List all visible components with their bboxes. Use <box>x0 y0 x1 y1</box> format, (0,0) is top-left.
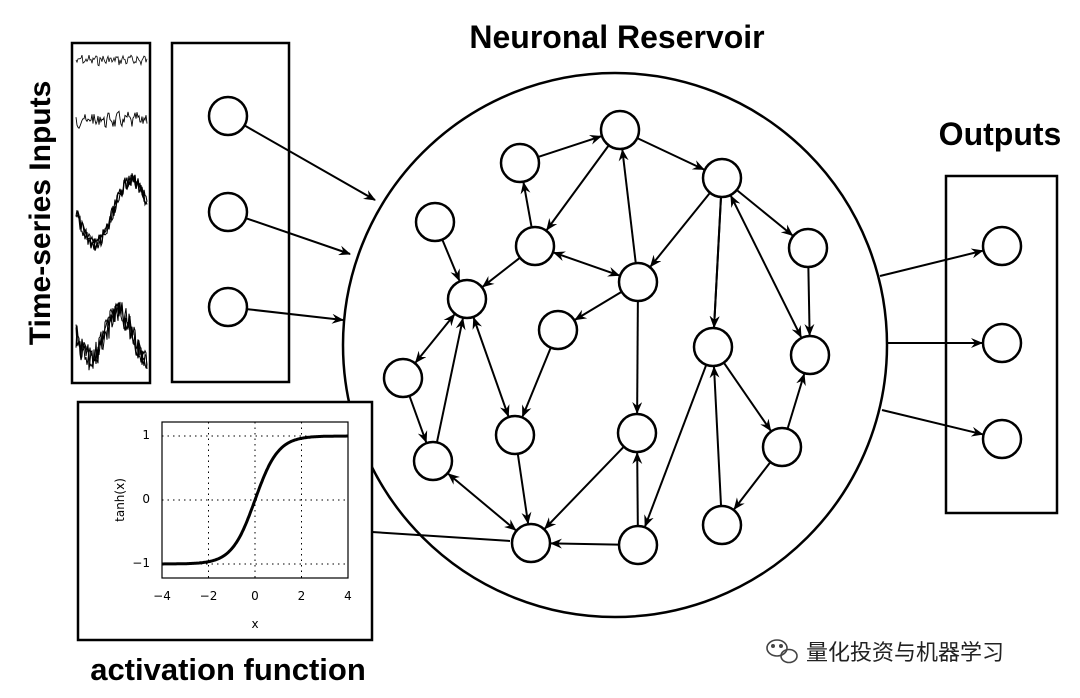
connection-arrow <box>804 267 815 337</box>
x-tick-label: 0 <box>251 589 259 603</box>
output-neuron <box>981 225 1023 267</box>
connection-arrow <box>447 473 517 531</box>
input-signal <box>75 110 148 129</box>
activation-title: activation function <box>90 652 366 687</box>
x-tick-label: −4 <box>153 589 171 603</box>
connection-arrow <box>247 308 344 324</box>
connection-arrow <box>516 454 532 525</box>
y-tick-label: 1 <box>142 428 150 442</box>
reservoir-neuron <box>446 278 488 320</box>
input-signal <box>75 301 148 369</box>
reservoir-neuron <box>617 261 659 303</box>
connection-arrow <box>723 362 772 432</box>
reservoir-neuron <box>510 522 552 564</box>
connection-arrow <box>244 125 376 201</box>
inputs-title: Time-series Inputs <box>24 81 57 346</box>
connection-arrow <box>246 217 351 256</box>
connection-arrow <box>618 148 637 263</box>
connection-arrow <box>441 240 461 282</box>
reservoir-neuron <box>787 227 829 269</box>
input-neuron <box>207 191 249 233</box>
neurons <box>207 95 1023 566</box>
x-tick-labels: −4 −2 0 2 4 <box>153 589 352 603</box>
connection-arrow <box>552 251 621 277</box>
reservoir-neuron <box>789 334 831 376</box>
reservoir-neuron <box>617 524 659 566</box>
connection-arrow <box>472 316 510 418</box>
plot-x-label: x <box>251 617 258 631</box>
output-neuron <box>981 418 1023 460</box>
connection-arrow <box>414 313 456 364</box>
connection-arrow <box>520 181 533 227</box>
connection-arrow <box>538 134 602 158</box>
connection-arrow <box>574 291 622 321</box>
tanh-curve <box>162 434 348 566</box>
output-neuron <box>981 322 1023 364</box>
connections <box>244 125 984 549</box>
connection-arrow <box>544 446 624 530</box>
reservoir-neuron <box>616 412 658 454</box>
reservoir-neuron <box>414 201 456 243</box>
connection-arrow <box>709 365 722 506</box>
y-tick-labels: 1 0 −1 <box>132 428 150 570</box>
watermark: 量化投资与机器学习 <box>766 639 1004 666</box>
connection-arrow <box>546 145 609 231</box>
reservoir-neuron <box>499 142 541 184</box>
reservoir-neuron <box>599 109 641 151</box>
reservoir-neuron <box>514 225 556 267</box>
connection-arrow <box>632 301 643 415</box>
wechat-icon <box>766 639 798 664</box>
time-series-panel <box>70 41 152 385</box>
connection-arrow <box>733 462 771 510</box>
input-signal <box>75 173 148 251</box>
connection-arrow <box>632 451 643 526</box>
connection-arrow <box>549 538 619 549</box>
time-series-signals <box>75 54 148 371</box>
outputs-title: Outputs <box>939 116 1062 152</box>
x-tick-label: 2 <box>298 589 306 603</box>
connection-arrow <box>436 317 466 442</box>
reservoir-neuron <box>692 326 734 368</box>
connection-arrow <box>637 137 705 171</box>
reservoir-title: Neuronal Reservoir <box>469 19 764 55</box>
connection-arrow <box>481 257 520 288</box>
connection-arrow <box>644 365 707 528</box>
x-tick-label: 4 <box>344 589 352 603</box>
y-tick-label: 0 <box>142 492 150 506</box>
reservoir-neuron <box>412 440 454 482</box>
reservoir-neuron <box>494 414 536 456</box>
x-tick-label: −2 <box>200 589 218 603</box>
activation-panel: −4 −2 0 2 4 1 0 −1 x tanh(x) <box>76 400 374 642</box>
connection-arrow <box>881 409 984 437</box>
plot-y-label: tanh(x) <box>113 478 127 522</box>
watermark-text: 量化投资与机器学习 <box>806 641 1004 666</box>
connection-arrow <box>786 373 806 429</box>
connection-arrow <box>709 197 722 329</box>
input-neuron <box>207 95 249 137</box>
connection-arrow <box>408 396 428 444</box>
reservoir-neuron <box>761 426 803 468</box>
reservoir-neuron <box>701 504 743 546</box>
input-neuron <box>207 286 249 328</box>
connection-arrow <box>521 348 552 418</box>
connection-arrow <box>730 195 802 338</box>
input-signal <box>75 301 148 371</box>
input-signal <box>75 54 148 67</box>
connection-arrow <box>649 192 711 268</box>
reservoir-neuron <box>537 309 579 351</box>
reservoir-neuron <box>701 157 743 199</box>
reservoir-neuron <box>382 357 424 399</box>
connection-arrow <box>879 248 984 277</box>
activation-connector <box>371 531 511 542</box>
y-tick-label: −1 <box>132 556 150 570</box>
